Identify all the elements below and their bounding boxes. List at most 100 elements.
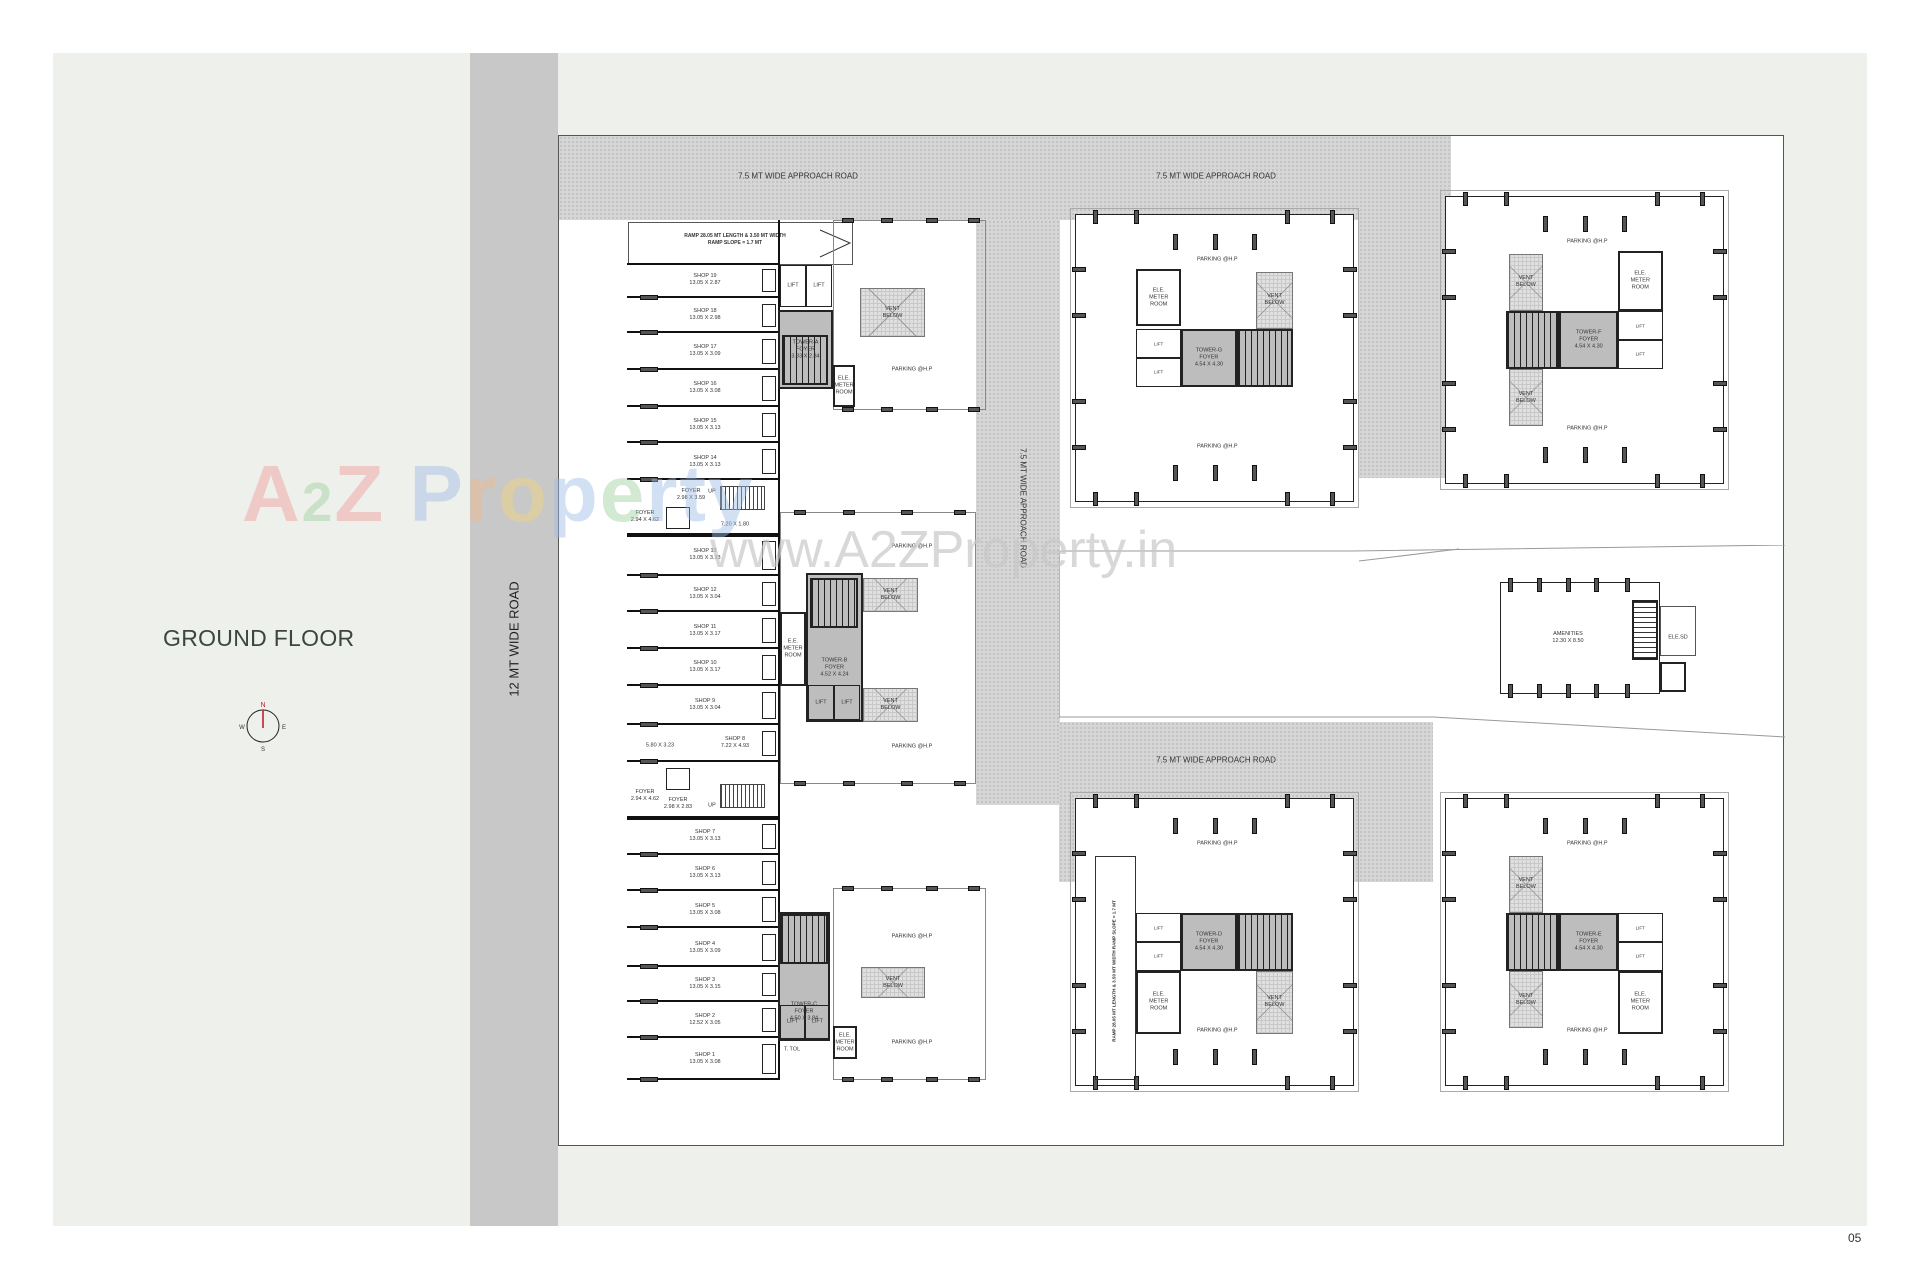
column bbox=[1565, 684, 1571, 698]
shop-unit bbox=[627, 370, 778, 407]
shop-toilet bbox=[762, 303, 776, 328]
column bbox=[1699, 474, 1705, 488]
column bbox=[1462, 1076, 1468, 1090]
column bbox=[901, 781, 914, 786]
column bbox=[1442, 983, 1456, 989]
foyer-label: FOYER 2.98 X 3.59 bbox=[676, 488, 706, 501]
column bbox=[1134, 794, 1140, 808]
vent-label: VENT BELOW bbox=[883, 975, 903, 989]
column bbox=[1543, 446, 1549, 463]
shop-toilet bbox=[762, 269, 776, 292]
staircase bbox=[810, 578, 858, 628]
shop-unit bbox=[627, 928, 778, 968]
column bbox=[1504, 474, 1510, 488]
column bbox=[1173, 464, 1179, 481]
foyer-label: TOWER-F FOYER 4.54 X 4.30 bbox=[1574, 329, 1603, 350]
amenities-lift-icon bbox=[1660, 662, 1686, 692]
column bbox=[1251, 234, 1257, 251]
column bbox=[1442, 381, 1456, 387]
column bbox=[793, 510, 806, 515]
column bbox=[1442, 850, 1456, 856]
vent-below bbox=[1256, 970, 1293, 1035]
staircase bbox=[1506, 913, 1560, 971]
foyer-label: FOYER 2.94 X 4.62 bbox=[630, 510, 660, 524]
column bbox=[1713, 248, 1727, 254]
tower-g-outline bbox=[1070, 208, 1359, 508]
column bbox=[1343, 850, 1357, 856]
shop-unit bbox=[627, 817, 778, 855]
column bbox=[1072, 850, 1086, 856]
meter-room-label: ELE. METER ROOM bbox=[1149, 991, 1169, 1012]
shop-label: SHOP 18 13.05 X 2.98 bbox=[689, 308, 721, 322]
column bbox=[1543, 818, 1549, 835]
column bbox=[640, 1077, 658, 1082]
lift-icon bbox=[1136, 942, 1181, 971]
parking-label: PARKING @H.P bbox=[891, 1039, 933, 1046]
column bbox=[640, 998, 658, 1004]
foyer-stairs bbox=[720, 486, 765, 510]
lift-label: LIFT bbox=[1635, 323, 1645, 329]
column bbox=[1285, 492, 1291, 506]
lift-icon bbox=[1136, 913, 1181, 942]
foyer-label: TOWER-G FOYER 4.54 X 4.30 bbox=[1194, 347, 1223, 368]
watermark-letter bbox=[385, 449, 409, 538]
up-label: UP bbox=[708, 802, 716, 809]
column bbox=[1072, 896, 1086, 902]
column bbox=[640, 721, 658, 727]
vent-below bbox=[1509, 368, 1543, 427]
column bbox=[1536, 578, 1542, 592]
vent-below bbox=[863, 688, 918, 722]
column bbox=[1343, 1029, 1357, 1035]
approach-road-label: 7.5 MT WIDE APPROACH ROAD bbox=[1156, 755, 1276, 765]
meter-room bbox=[833, 365, 855, 407]
shop-label: SHOP 5 13.05 X 3.08 bbox=[689, 902, 721, 916]
column bbox=[640, 1035, 658, 1041]
meter-room-label: ELE. METER ROOM bbox=[835, 1032, 855, 1052]
vent-label: VENT BELOW bbox=[880, 698, 901, 711]
column bbox=[1713, 294, 1727, 300]
lift-icon bbox=[1617, 340, 1663, 369]
ele-shaft bbox=[1660, 606, 1696, 656]
column bbox=[793, 781, 806, 786]
shop-unit bbox=[627, 649, 778, 686]
column bbox=[1655, 192, 1661, 206]
vent-label: VENT BELOW bbox=[1515, 275, 1536, 289]
column bbox=[1134, 492, 1140, 506]
column bbox=[1621, 1048, 1627, 1065]
shop-label: SHOP 17 13.05 X 3.09 bbox=[689, 344, 721, 358]
meter-room-label: ELE. METER ROOM bbox=[834, 375, 854, 396]
shop-unit bbox=[627, 333, 778, 370]
column bbox=[1329, 794, 1335, 808]
vent-label: VENT BELOW bbox=[1264, 293, 1285, 307]
shop-toilet bbox=[762, 860, 776, 886]
lift-icon bbox=[1617, 913, 1663, 942]
staircase bbox=[1236, 329, 1293, 387]
shop-unit bbox=[627, 612, 778, 649]
column bbox=[640, 888, 658, 894]
lift-icon bbox=[780, 265, 806, 307]
column bbox=[640, 964, 658, 970]
column bbox=[1462, 192, 1468, 206]
lift-icon bbox=[1136, 329, 1181, 358]
approach-road-label: 7.5 MT WIDE APPROACH ROAD bbox=[738, 171, 858, 181]
column bbox=[1713, 850, 1727, 856]
column bbox=[640, 366, 658, 372]
column bbox=[1285, 794, 1291, 808]
meter-room-label: E.E. METER ROOM bbox=[783, 638, 803, 659]
column bbox=[842, 781, 855, 786]
shop-label: SHOP 7 13.05 X 3.13 bbox=[689, 829, 721, 843]
lift-label: LIFT bbox=[1154, 341, 1164, 347]
column bbox=[1212, 234, 1218, 251]
column bbox=[1072, 1029, 1086, 1035]
lift-label: LIFT bbox=[813, 282, 825, 289]
shop-label: SHOP 16 13.05 X 3.08 bbox=[689, 381, 721, 395]
column bbox=[1621, 446, 1627, 463]
meter-room bbox=[1617, 970, 1663, 1035]
shop-unit bbox=[627, 263, 778, 298]
shop-toilet bbox=[762, 618, 776, 643]
shop-label: SHOP 12 13.05 X 3.04 bbox=[689, 586, 721, 600]
tower-f-foyer bbox=[1559, 311, 1618, 369]
shop-unit bbox=[627, 686, 778, 725]
meter-room bbox=[833, 1026, 857, 1059]
shop-unit bbox=[627, 855, 778, 892]
